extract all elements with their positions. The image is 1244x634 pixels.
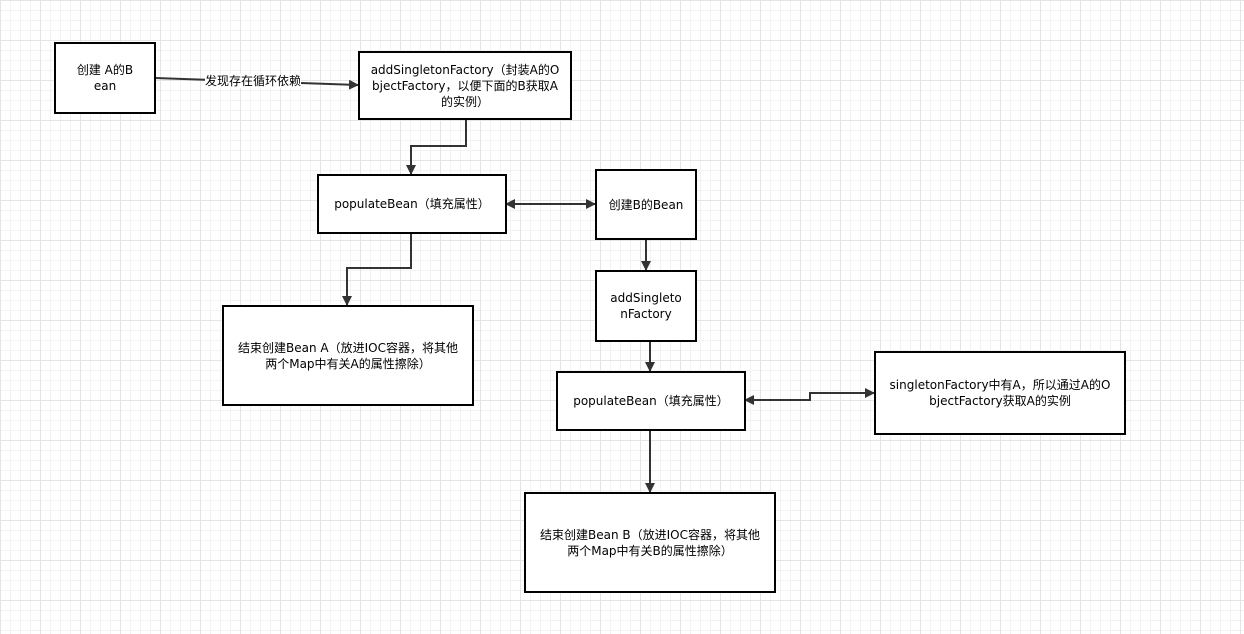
node-populate-b: populateBean（填充属性） [556,371,746,431]
node-create-a: 创建 A的Bean [54,42,156,114]
node-populate-a: populateBean（填充属性） [317,174,507,234]
node-add-factory-b: addSingletonFactory [595,270,697,342]
node-end-a: 结束创建Bean A（放进IOC容器，将其他两个Map中有关A的属性擦除） [222,305,474,406]
edge-label-detect-cycle: 发现存在循环依赖 [205,74,302,88]
edge-factory-b-to-populate-b [645,340,655,372]
edge-factory-a-to-populate-a [406,119,467,175]
node-create-b: 创建B的Bean [595,169,697,240]
node-singleton-factory: singletonFactory中有A，所以通过A的ObjectFactory获… [874,351,1126,435]
edge-populate-a-to-end-a [342,233,412,306]
node-end-b: 结束创建Bean B（放进IOC容器，将其他两个Map中有关B的属性擦除） [524,492,776,593]
edge-populate-b-to-singleton [744,388,875,405]
node-add-factory-a: addSingletonFactory（封装A的ObjectFactory，以便… [358,51,572,120]
